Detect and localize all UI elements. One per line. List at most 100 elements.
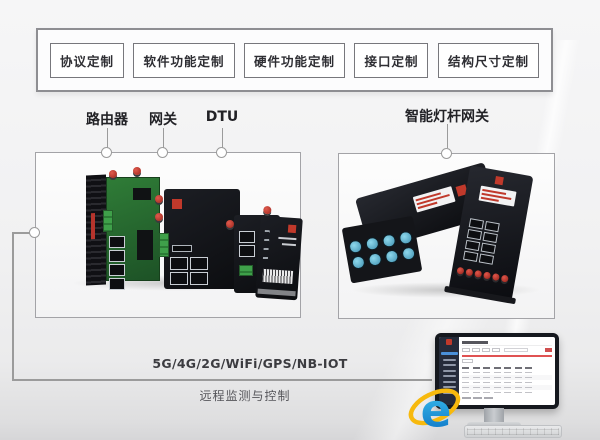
blue-connector-icon (380, 232, 397, 248)
red-connector-icon (474, 269, 483, 278)
customization-item-protocol: 协议定制 (50, 42, 125, 78)
dashboard-logo (446, 339, 452, 345)
label-router: 路由器 (86, 112, 128, 128)
pcb-chip (137, 230, 153, 260)
red-connector-icon (500, 274, 509, 283)
gateway-device-illustration (155, 189, 240, 289)
barcode-label (262, 268, 294, 284)
product-label (478, 185, 517, 207)
label-smart-lamppost-gateway: 智能灯杆网关 (405, 109, 489, 125)
dashboard-main (459, 337, 555, 405)
toolbar-button (482, 348, 490, 352)
ethernet-port-icon (468, 218, 485, 230)
bottom-label-strip (257, 288, 296, 297)
connector-node (29, 227, 40, 238)
ethernet-port-icon (109, 278, 125, 290)
ethernet-port-icon (109, 250, 125, 262)
led-indicators (262, 229, 270, 261)
bracket-line (12, 379, 432, 381)
red-sticker (91, 213, 95, 240)
ethernet-port-icon (109, 264, 125, 276)
svg-text:e: e (421, 385, 452, 438)
antenna-icon (155, 213, 163, 221)
product-label (412, 186, 456, 213)
blue-connector-icon (400, 245, 416, 261)
connector-line (106, 128, 108, 148)
ethernet-port-icon (190, 257, 208, 270)
ethernet-port-icon (239, 245, 255, 257)
router-pcb-illustration (103, 167, 160, 290)
ethernet-ports (462, 218, 500, 265)
red-connector-icon (465, 268, 474, 277)
connector-node (216, 147, 227, 158)
pcb-chip (133, 188, 151, 200)
sidebar-menu-item (442, 369, 456, 372)
customization-item-structure: 结构尺寸定制 (437, 42, 539, 78)
customization-item-hardware: 硬件功能定制 (243, 42, 345, 78)
aviation-connectors (341, 215, 423, 284)
bracket-line (12, 232, 35, 234)
label-dtu: DTU (205, 109, 239, 125)
red-connector-icon (456, 266, 465, 275)
table-pagination (462, 397, 552, 399)
sidebar-menu-item (442, 364, 456, 366)
blue-connector-icon (383, 248, 399, 264)
left-device-panel (35, 152, 303, 318)
dashboard-title-bar (462, 339, 552, 346)
red-connector-icon (483, 271, 492, 280)
ethernet-port-icon (190, 272, 208, 285)
customization-item-interface: 接口定制 (354, 42, 429, 78)
blue-connector-icon (367, 251, 383, 267)
customization-item-software: 软件功能定制 (133, 42, 235, 78)
blue-connector-icon (350, 254, 366, 270)
terminal-block-icon (239, 265, 253, 276)
table-action-button (462, 359, 473, 363)
brand-logo-chip (287, 224, 297, 234)
dashboard-toolbar (462, 346, 552, 354)
bracket-line (12, 232, 14, 380)
keyboard-illustration (464, 425, 562, 438)
panel-text-line (281, 243, 297, 247)
remote-monitoring-label: 远程监测与控制 (199, 389, 291, 403)
blue-connector-icon (397, 229, 413, 245)
antenna-icon (155, 195, 163, 203)
ethernet-port-icon (109, 236, 125, 248)
panel-text-line (278, 236, 297, 241)
toolbar-button (492, 348, 500, 352)
red-connectors (456, 266, 509, 283)
terminal-block-icon (103, 210, 113, 232)
connectivity-technologies-label: 5G/4G/2G/WiFi/GPS/NB-IOT (152, 356, 348, 371)
ethernet-port-icon (466, 229, 483, 241)
terminal-block-icon (159, 233, 169, 257)
red-connector-icon (491, 272, 500, 282)
brand-logo-chip (172, 199, 182, 209)
keyboard-keys (467, 428, 559, 435)
connector-line (446, 124, 448, 148)
ethernet-ports (109, 236, 125, 290)
ethernet-port-icon (480, 242, 496, 254)
red-accent-line (462, 355, 552, 357)
ethernet-port-icon (484, 220, 500, 233)
ethernet-port-icon (478, 253, 495, 265)
toolbar-button (462, 348, 470, 352)
sidebar-menu-item (442, 375, 456, 377)
hdmi-port-icon (172, 245, 192, 252)
antenna-icon (226, 220, 234, 228)
connector-line (162, 128, 164, 148)
ethernet-port-icon (464, 239, 481, 252)
connector-node (441, 148, 452, 159)
ethernet-port-icon (482, 231, 498, 244)
customization-bar: 协议定制 软件功能定制 硬件功能定制 接口定制 结构尺寸定制 (36, 28, 553, 92)
sidebar-menu-item (442, 358, 456, 361)
antenna-icon (109, 170, 117, 178)
blue-connector-icon (364, 235, 380, 251)
ethernet-port-icon (170, 257, 188, 270)
connector-line (221, 128, 223, 148)
internet-explorer-icon: e (408, 382, 464, 438)
connector-node (157, 147, 168, 158)
label-gateway: 网关 (149, 112, 177, 128)
toolbar-button (472, 348, 480, 352)
table-row (462, 390, 552, 395)
ethernet-port-icon (170, 272, 188, 285)
